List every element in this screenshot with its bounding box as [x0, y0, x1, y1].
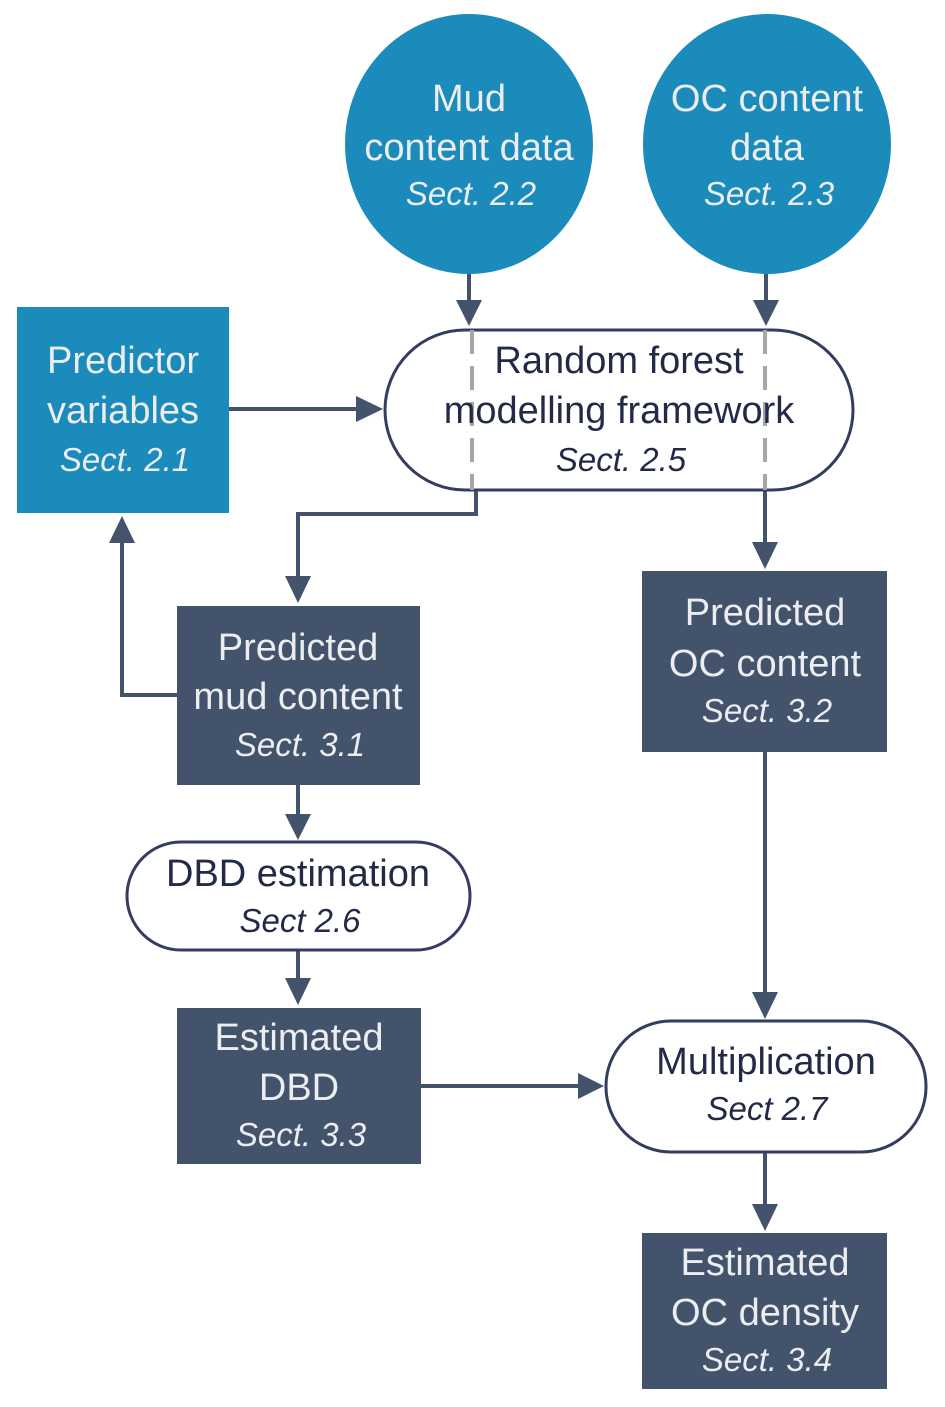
node-label-line: OC density [671, 1292, 859, 1334]
arrowhead [285, 814, 311, 840]
edge-pred-mud-to-predictor [120, 540, 177, 697]
node-estimated-dbd: Estimated DBD Sect. 3.3 [177, 1008, 421, 1164]
node-label-line: Multiplication [656, 1041, 876, 1083]
node-label-line: OC content [671, 78, 864, 120]
node-label-line: DBD estimation [166, 853, 430, 895]
node-label-line: Mud [432, 78, 506, 120]
node-label-line: Predicted [685, 592, 846, 634]
node-section: Sect. 3.4 [702, 1341, 832, 1378]
node-label-line: modelling framework [444, 390, 796, 432]
arrowhead [753, 300, 779, 326]
node-section: Sect. 2.1 [60, 441, 190, 478]
node-random-forest: Random forest modelling framework Sect. … [383, 328, 855, 492]
arrowhead [752, 542, 778, 569]
edges [109, 272, 779, 1231]
node-label-line: Estimated [681, 1242, 850, 1284]
node-label-line: Random forest [494, 340, 744, 382]
node-section: Sect 2.6 [239, 902, 361, 939]
node-section: Sect. 3.2 [702, 692, 832, 729]
node-section: Sect. 2.3 [704, 175, 835, 212]
node-oc-content-data: OC content data Sect. 2.3 [643, 14, 891, 274]
node-label-line: content data [364, 127, 574, 169]
arrowhead [752, 1204, 778, 1231]
node-estimated-oc-density: Estimated OC density Sect. 3.4 [642, 1233, 887, 1389]
node-section: Sect. 3.3 [236, 1116, 367, 1153]
node-predicted-oc-content: Predicted OC content Sect. 3.2 [642, 571, 887, 752]
arrowhead [578, 1073, 604, 1099]
node-section: Sect. 3.1 [235, 726, 365, 763]
node-label-line: Predictor [47, 340, 199, 382]
arrowhead [285, 576, 311, 603]
node-label-line: mud content [193, 676, 403, 718]
node-dbd-estimation: DBD estimation Sect 2.6 [125, 840, 472, 952]
node-multiplication: Multiplication Sect 2.7 [604, 1019, 928, 1154]
node-predicted-mud-content: Predicted mud content Sect. 3.1 [177, 606, 420, 785]
node-section: Sect. 2.5 [556, 441, 687, 478]
arrowhead [752, 992, 778, 1019]
node-label-line: Estimated [215, 1017, 384, 1059]
node-label-line: variables [47, 390, 199, 432]
edge-rf-to-pred-mud [296, 490, 478, 580]
node-label-line: Predicted [218, 627, 379, 669]
arrowhead [285, 978, 311, 1005]
node-label-line: DBD [259, 1067, 339, 1109]
node-label-line: data [730, 127, 805, 169]
node-mud-content-data: Mud content data Sect. 2.2 [345, 14, 593, 274]
node-label-line: OC content [669, 643, 862, 685]
arrowhead [456, 300, 482, 326]
node-section: Sect 2.7 [706, 1090, 829, 1127]
node-predictor-variables: Predictor variables Sect. 2.1 [17, 307, 229, 513]
arrowhead [356, 396, 383, 422]
node-section: Sect. 2.2 [406, 175, 536, 212]
arrowhead [109, 516, 135, 543]
